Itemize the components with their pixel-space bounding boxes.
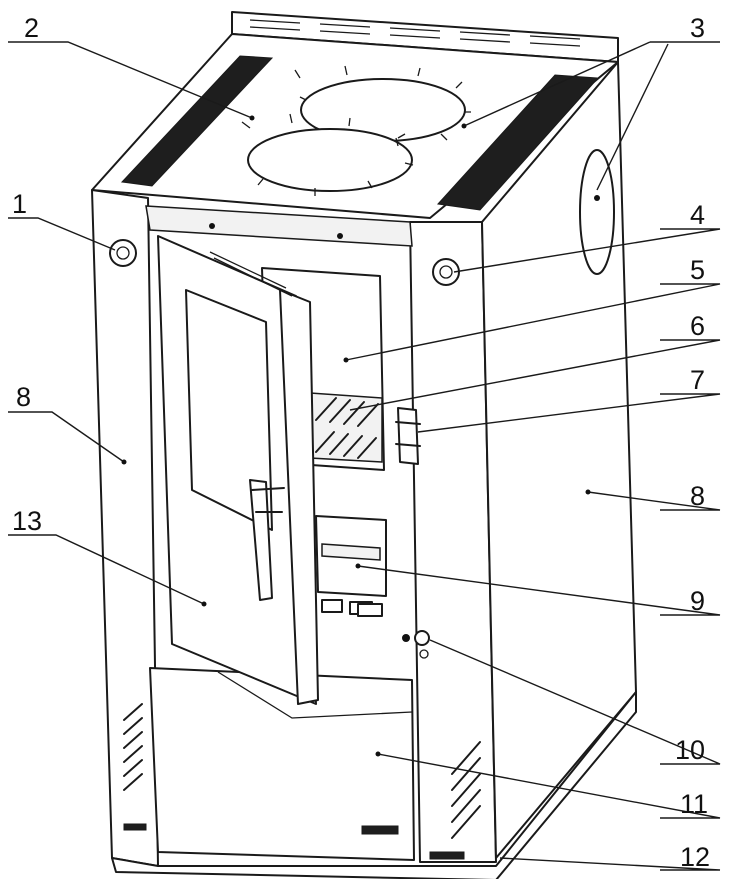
callout-5: 5 [690,255,705,285]
door-window [185,289,273,531]
callout-7: 7 [690,365,705,395]
callout-12: 12 [680,842,710,872]
callout-8-left: 8 [16,382,31,412]
callout-labels: 1 2 3 4 5 6 7 8 8 9 10 11 12 13 [12,13,710,872]
left-front-column [91,189,159,867]
side-vent-left [123,703,143,791]
front-header-bar [145,205,413,247]
firebox-door[interactable] [157,235,319,705]
callout-6: 6 [690,311,705,341]
hotplate-front [247,128,413,192]
grate [309,392,383,463]
callout-11: 11 [680,789,708,819]
flue-outlet [579,149,615,275]
bottom-drawer[interactable] [149,667,415,861]
side-vent-right [451,741,481,839]
top-vent-right [436,74,600,211]
leader-dots [121,115,591,757]
right-control-knob[interactable] [432,258,460,286]
base-rail [111,691,637,879]
frame-lever[interactable] [395,407,421,465]
right-front-column [409,221,497,863]
left-control-knob[interactable] [109,239,137,267]
leader-lines [8,41,721,871]
hotplate-ticks [241,65,471,196]
callout-1: 1 [12,189,27,219]
top-rail-slots [249,19,581,47]
bottom-knob-10[interactable] [414,630,430,646]
callout-8-right: 8 [690,481,705,511]
stove-body [91,11,637,879]
door-handle[interactable] [249,479,273,601]
callout-10: 10 [675,735,705,765]
callout-2: 2 [24,13,39,43]
callout-4: 4 [690,200,705,230]
top-vent-left [120,55,274,187]
callout-9: 9 [690,586,705,616]
callout-13: 13 [12,506,42,536]
callout-3: 3 [690,13,705,43]
